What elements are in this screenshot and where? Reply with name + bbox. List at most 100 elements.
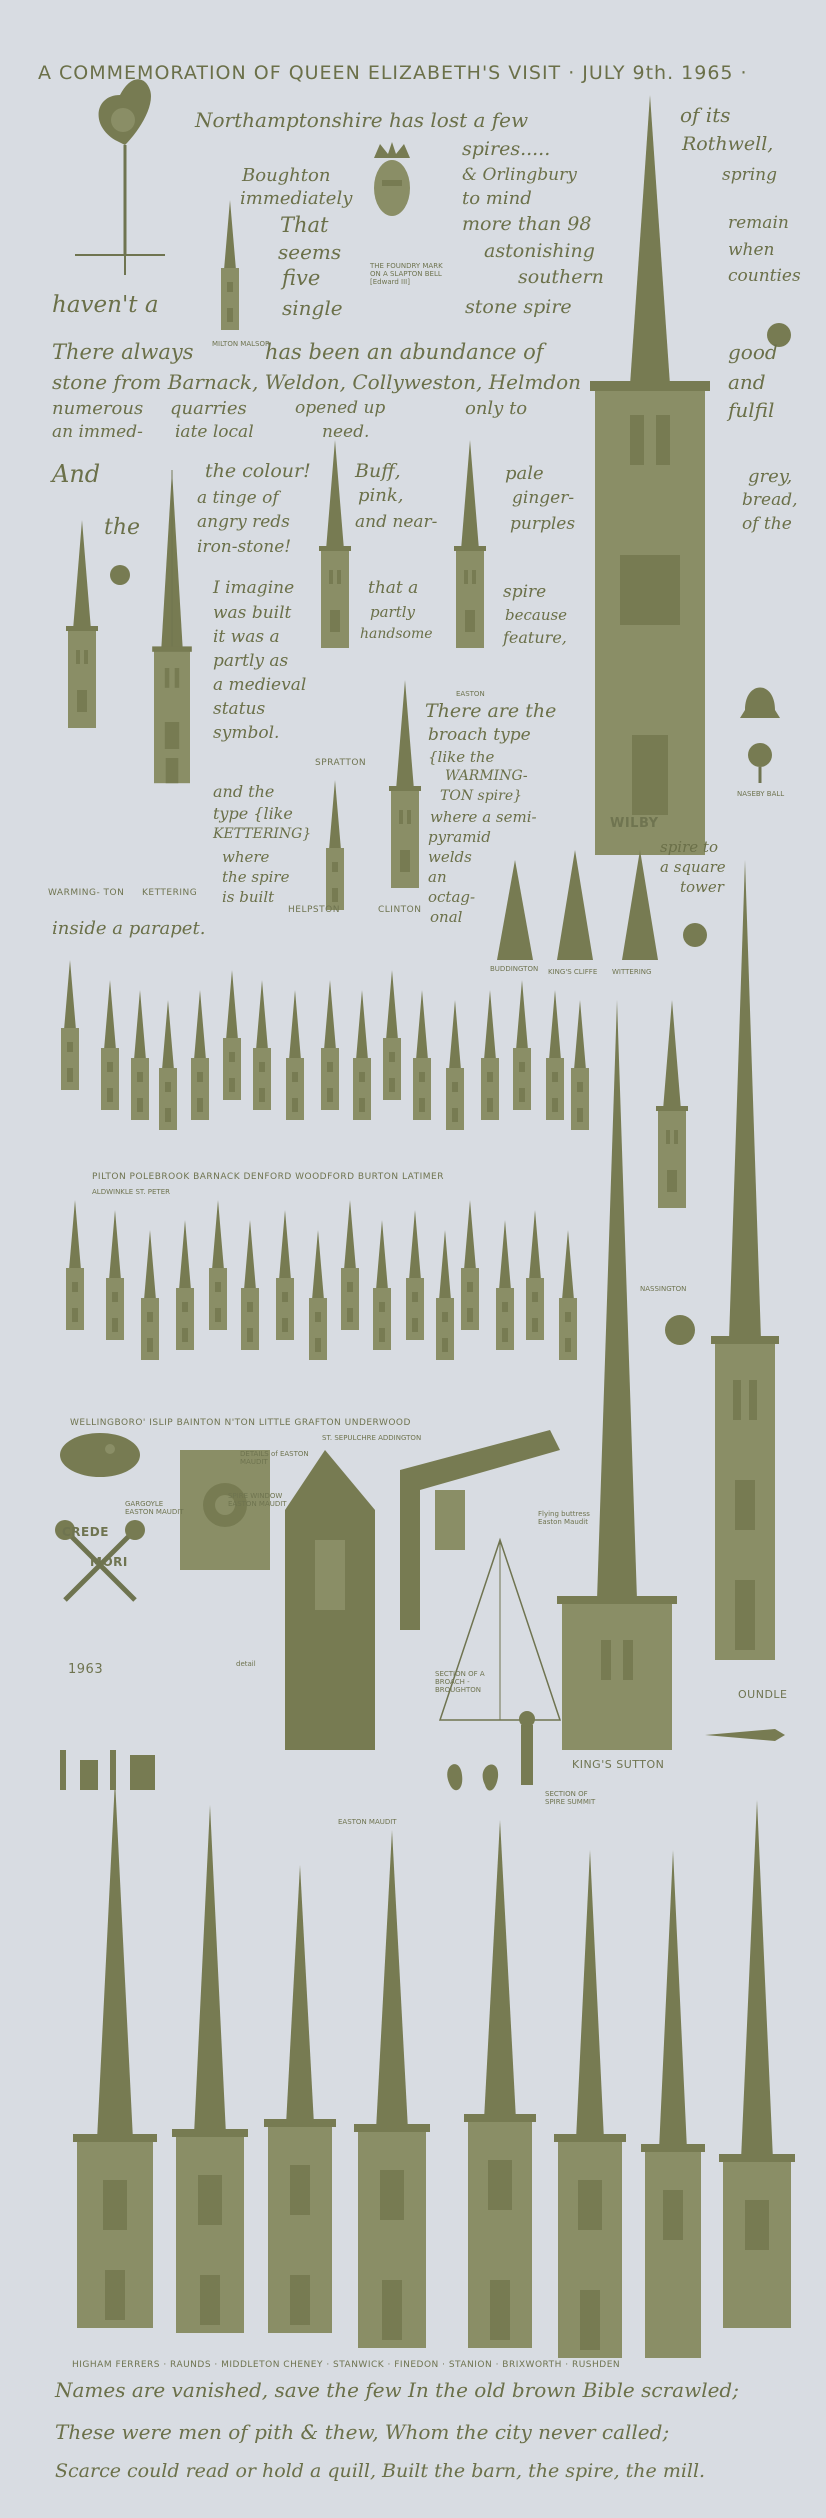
poem-line: TON spire} <box>440 788 523 804</box>
poem-line: There are the <box>425 700 557 722</box>
poem-line: iate local <box>175 422 254 442</box>
label-kingscliffe: KING'S CLIFFE <box>548 968 598 976</box>
label-naseby: NASEBY BALL <box>737 790 785 798</box>
poem-line: that a <box>368 578 419 598</box>
poem-line: spring <box>722 165 778 185</box>
poem-line: And <box>52 460 101 488</box>
label-easton: EASTON <box>456 690 485 698</box>
poem-line: good <box>728 340 778 364</box>
poem-line: quarries <box>170 398 247 419</box>
label-bottomrow: HIGHAM FERRERS · RAUNDS · MIDDLETON CHEN… <box>72 2360 621 2370</box>
poem-line: purples <box>510 514 576 534</box>
poem-line: opened up <box>295 398 386 418</box>
poem-line: southern <box>518 266 604 288</box>
poem-line: bread, <box>742 490 798 510</box>
poem-line: the <box>104 515 141 540</box>
poem-line: single <box>282 296 343 320</box>
poem-line: symbol. <box>213 723 280 743</box>
poem-line: haven't a <box>52 292 159 318</box>
poem-line: was built <box>213 603 292 623</box>
label-mori: MORI <box>90 1555 128 1569</box>
label-wilby: WILBY <box>610 816 659 831</box>
poem-line: an <box>428 868 447 886</box>
label-spirewindow: SPIRE WINDOW EASTON MAUDIT <box>228 1492 287 1508</box>
poem-line: That <box>280 213 329 237</box>
closing-line-1: Names are vanished, save the few In the … <box>55 2378 739 2402</box>
poem-line: tower <box>680 878 724 896</box>
poem-line: fulfil <box>728 398 775 422</box>
poem-line: {like the <box>428 748 495 766</box>
poem-line: the spire <box>222 868 290 886</box>
poem-line: stone from Barnack, Weldon, Collyweston,… <box>52 370 582 394</box>
label-details: DETAILS of EASTON MAUDIT <box>240 1450 309 1466</box>
poem-line: the colour! <box>205 460 311 482</box>
poem-line: only to <box>465 398 528 419</box>
poem-line: Buff, <box>355 460 401 482</box>
label-gargoyle: GARGOYLE EASTON MAUDIT <box>125 1500 184 1516</box>
label-flying: Flying buttress Easton Maudit <box>538 1510 590 1526</box>
poem-line: type {like <box>213 804 293 823</box>
poem-line: iron-stone! <box>197 537 292 557</box>
poem-line: spires..... <box>462 138 551 160</box>
poem-line: a tinge of <box>197 488 279 508</box>
label-aldwinkle: ALDWINKLE ST. PETER <box>92 1188 170 1196</box>
poem-line: handsome <box>360 626 433 642</box>
poem-line: because <box>505 606 568 624</box>
poem-line: pyramid <box>428 828 491 846</box>
poem-line: need. <box>322 422 370 442</box>
label-row3: WELLINGBORO' ISLIP BAINTON N'TON LITTLE … <box>70 1418 411 1428</box>
poem-line: more than 98 <box>462 213 592 235</box>
label-oundle: OUNDLE <box>738 1688 788 1701</box>
page-title: A COMMEMORATION OF QUEEN ELIZABETH'S VIS… <box>38 62 748 84</box>
label-kingssutton: KING'S SUTTON <box>572 1758 665 1771</box>
label-wittering: WITTERING <box>612 968 652 976</box>
poem-line: to mind <box>462 188 532 209</box>
poem-line: WARMING- <box>445 768 528 784</box>
poem-line: immediately <box>240 188 353 209</box>
label-row2: PILTON POLEBROOK BARNACK DENFORD WOODFOR… <box>92 1172 444 1182</box>
label-summit: SECTION OF SPIRE SUMMIT <box>545 1790 596 1806</box>
poem-line: numerous <box>52 398 144 419</box>
poem-line: spire <box>503 582 547 602</box>
poem-line: octag- <box>428 888 476 906</box>
poem-line: I imagine <box>213 578 295 598</box>
label-nassington: NASSINGTON <box>640 1285 687 1293</box>
poem-line: where <box>222 848 270 866</box>
label-crede: CREDE <box>62 1525 109 1539</box>
poem-line: remain <box>728 213 789 233</box>
poem-line: feature, <box>503 628 567 647</box>
label-row3b: ST. SEPULCHRE ADDINGTON <box>322 1434 422 1442</box>
poem-line: angry reds <box>197 512 290 532</box>
poem-line: ginger- <box>512 488 575 508</box>
poem-line: broach type <box>428 725 531 745</box>
poem-line: and the <box>213 782 275 801</box>
poem-line: of the <box>742 514 792 534</box>
poem-line: and near- <box>355 512 438 532</box>
poem-line: is built <box>222 888 275 906</box>
poem-line: pink, <box>358 485 404 506</box>
poem-line: grey, <box>748 466 793 487</box>
poem-line: partly <box>370 603 416 621</box>
poem-line: pale <box>505 463 544 484</box>
poem-line: onal <box>430 908 463 926</box>
label-broach: SECTION OF A BROACH - BROUGHTON <box>435 1670 485 1694</box>
poem-line: Rothwell, <box>682 133 774 155</box>
poem-line: an immed- <box>52 422 143 442</box>
label-founder: THE FOUNDRY MARK ON A SLAPTON BELL [Edwa… <box>370 262 443 286</box>
poem-line: inside a parapet. <box>52 918 206 939</box>
poem-line: Northamptonshire has lost a few <box>195 108 529 132</box>
poem-line: seems <box>278 240 342 264</box>
poem-line: a medieval <box>213 675 307 695</box>
poem-line: has been an abundance of <box>265 340 544 364</box>
poem-line: when <box>728 240 775 260</box>
poem-line: a square <box>660 858 726 876</box>
poem-line: Boughton <box>242 165 331 186</box>
closing-line-2: These were men of pith & thew, Whom the … <box>55 2420 670 2444</box>
closing-line-3: Scarce could read or hold a quill, Built… <box>55 2460 706 2482</box>
poem-line: status <box>213 699 266 719</box>
poem-line: and <box>728 370 766 394</box>
label-buddington: BUDDINGTON <box>490 965 539 973</box>
poem-line: five <box>282 266 321 290</box>
poem-line: where a semi- <box>430 808 537 826</box>
